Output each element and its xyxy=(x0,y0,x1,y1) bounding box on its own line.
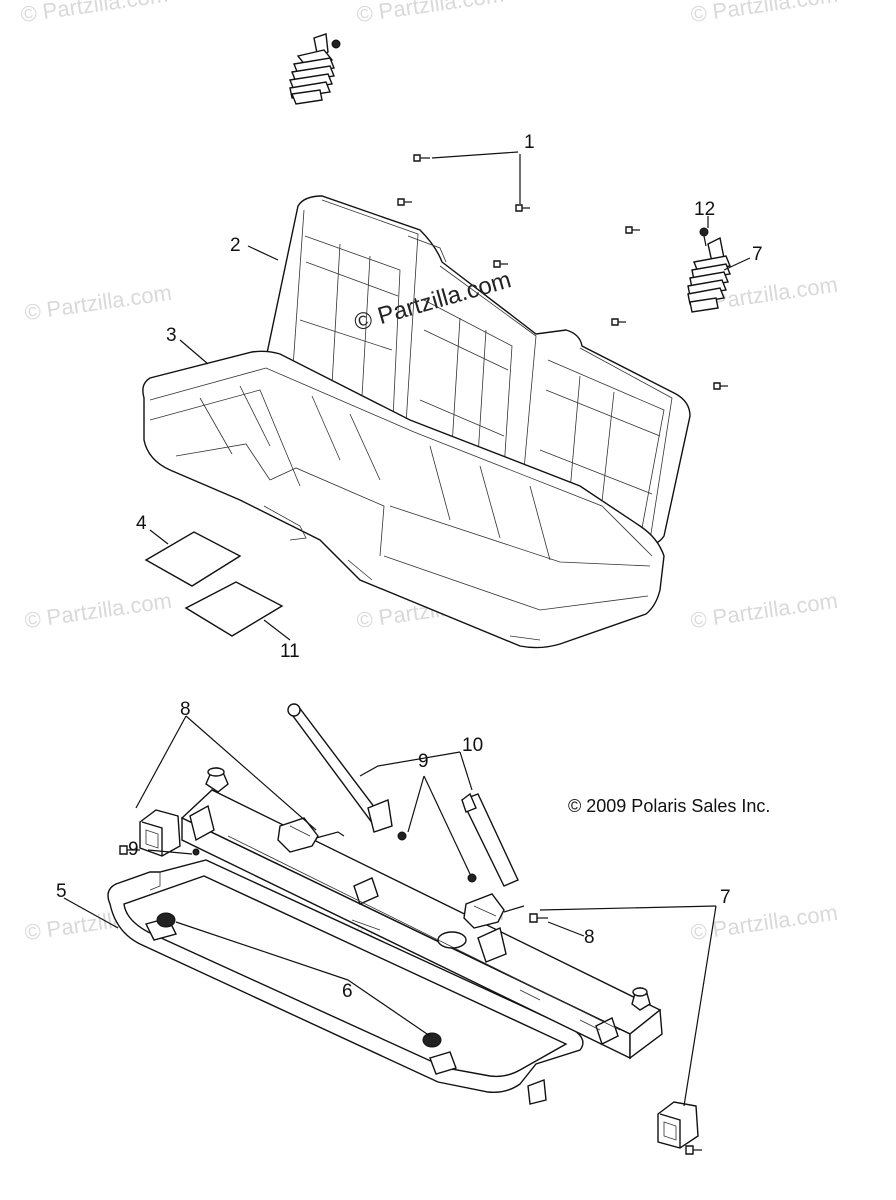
callout-8-top: 8 xyxy=(180,699,191,720)
nuts xyxy=(397,831,477,883)
callout-7-bottom: 7 xyxy=(720,887,731,908)
screws xyxy=(397,154,728,390)
seat-bottom xyxy=(142,350,665,649)
callout-3: 3 xyxy=(166,325,177,346)
rubber-bumpers xyxy=(156,912,442,1048)
callout-12: 12 xyxy=(694,199,716,220)
callout-9-top: 9 xyxy=(418,751,429,772)
leader-lines xyxy=(63,151,751,1107)
callout-7-top: 7 xyxy=(752,244,763,265)
copyright-text: © 2009 Polaris Sales Inc. xyxy=(568,796,771,816)
callout-2: 2 xyxy=(230,235,241,256)
callout-10: 10 xyxy=(462,735,484,756)
seat-back xyxy=(256,195,691,547)
callout-6: 6 xyxy=(342,981,353,1002)
callout-9-left: 9 xyxy=(128,839,139,860)
callout-1: 1 xyxy=(524,132,535,153)
decal-labels xyxy=(144,531,284,637)
seat-latch-spring-top xyxy=(289,33,341,105)
seat-base-frame xyxy=(107,859,584,1105)
callout-11: 11 xyxy=(280,641,300,662)
callout-4: 4 xyxy=(136,513,147,534)
seat-latches xyxy=(139,809,699,1149)
callout-5: 5 xyxy=(56,881,67,902)
seat-belts xyxy=(277,703,525,929)
seat-mount-bracket xyxy=(180,767,663,1060)
seat-latch-spring-right xyxy=(687,227,731,313)
bolts xyxy=(119,845,702,1155)
callout-8-bottom: 8 xyxy=(584,927,595,948)
